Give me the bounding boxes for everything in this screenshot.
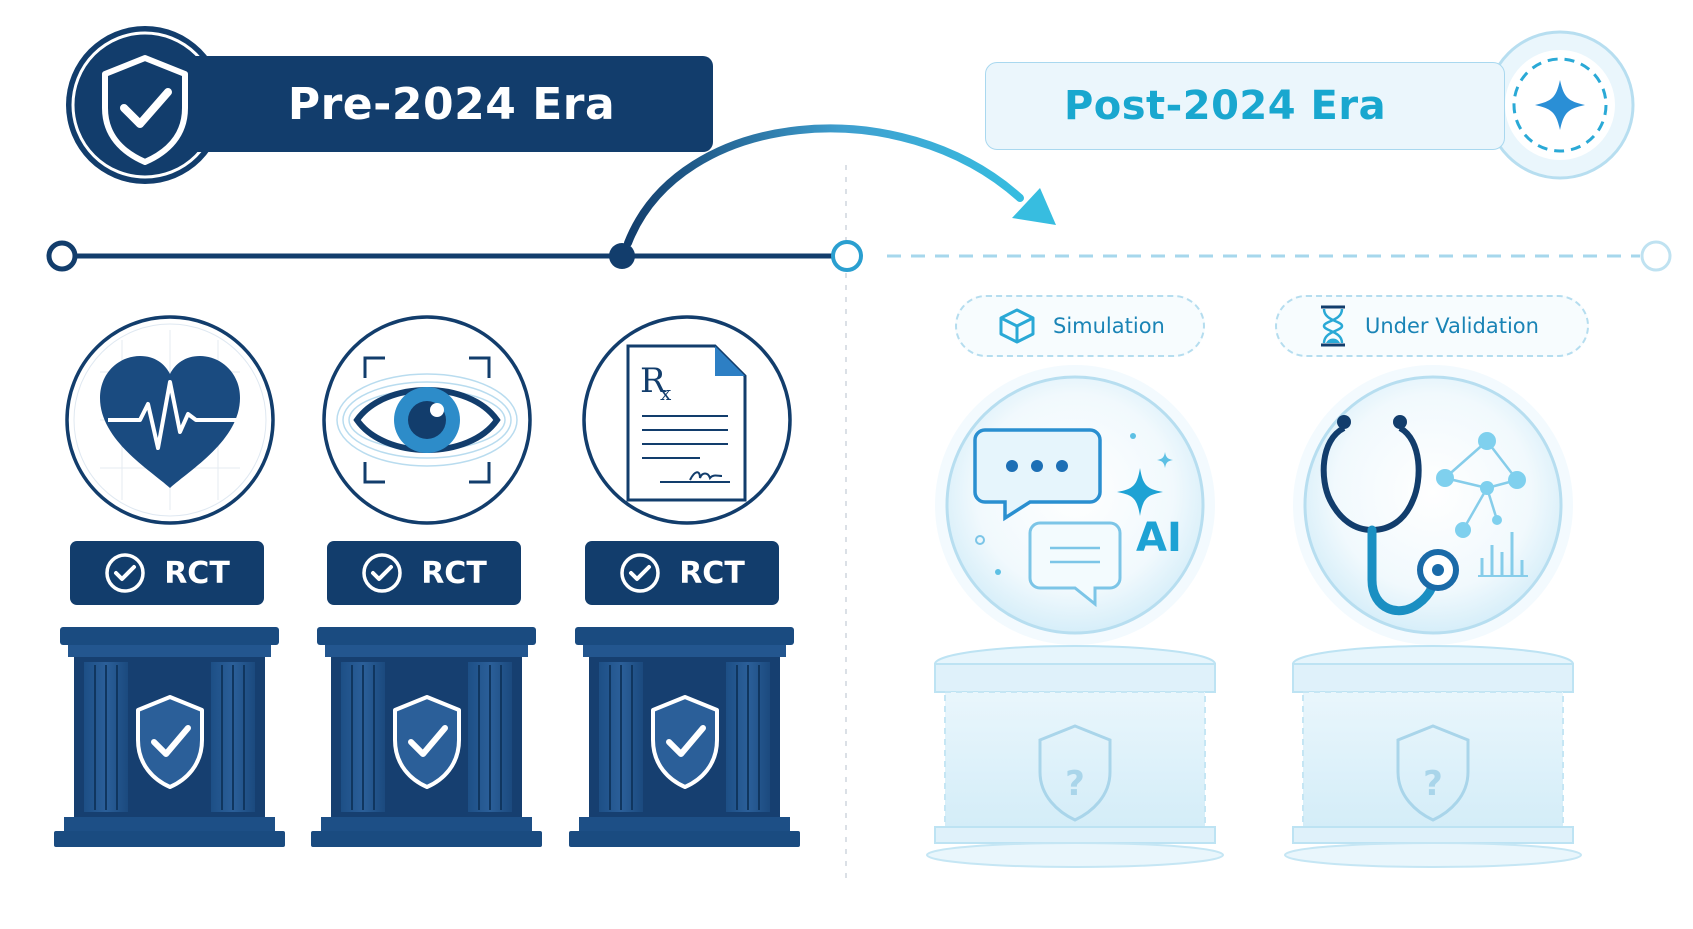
transition-arrow — [624, 124, 1056, 247]
timeline — [46, 240, 1672, 272]
rct-badge-1: RCT — [70, 541, 264, 605]
simulation-status-pill: Simulation — [955, 295, 1205, 357]
rct-badge-2: RCT — [327, 541, 521, 605]
timeline-transition-node — [609, 243, 635, 269]
eye-medallion — [322, 315, 532, 525]
timeline-end-node — [1640, 240, 1672, 272]
post-era-title: Post-2024 Era — [1063, 83, 1387, 129]
post-era-banner: Post-2024 Era — [985, 62, 1505, 150]
prescription-document-icon — [626, 344, 747, 502]
hourglass-icon — [1321, 305, 1345, 347]
rct-label: RCT — [679, 555, 745, 591]
post-era-emblem — [1485, 30, 1635, 180]
pre-era-title: Pre-2024 Era — [287, 78, 616, 130]
ai-label: AI — [1136, 515, 1182, 561]
glass-pedestal-2: ? — [1284, 645, 1582, 868]
heart-ecg-icon — [100, 356, 240, 488]
check-circle-icon — [620, 553, 660, 593]
pillar-1 — [54, 627, 285, 847]
check-circle-icon — [105, 553, 145, 593]
svg-text:R: R — [640, 361, 667, 401]
timeline-era-node — [831, 240, 863, 272]
sparkle-icon — [1535, 80, 1585, 130]
rx-medallion: R x — [582, 315, 792, 525]
stethoscope-orb — [1293, 365, 1573, 645]
rct-label: RCT — [164, 555, 230, 591]
validation-status-pill: Under Validation — [1275, 295, 1589, 357]
check-circle-icon — [362, 553, 402, 593]
svg-text:?: ? — [1423, 764, 1443, 804]
ai-chat-bubbles-icon — [973, 428, 1173, 608]
ai-orb — [935, 365, 1215, 645]
shield-check-icon — [102, 55, 188, 165]
stethoscope-network-icon — [1320, 415, 1528, 616]
pillar-2 — [311, 627, 542, 847]
simulation-label: Simulation — [1053, 314, 1165, 338]
svg-text:?: ? — [1065, 764, 1085, 804]
timeline-start-node — [46, 240, 78, 272]
pre-era-banner: Pre-2024 Era — [190, 56, 713, 152]
rct-badge-3: RCT — [585, 541, 779, 605]
pillar-3 — [569, 627, 800, 847]
svg-text:x: x — [660, 381, 672, 405]
validation-label: Under Validation — [1365, 314, 1539, 338]
cube-icon — [999, 308, 1035, 344]
glass-pedestal-1: ? — [926, 645, 1224, 868]
heart-medallion — [65, 315, 275, 525]
rct-label: RCT — [421, 555, 487, 591]
